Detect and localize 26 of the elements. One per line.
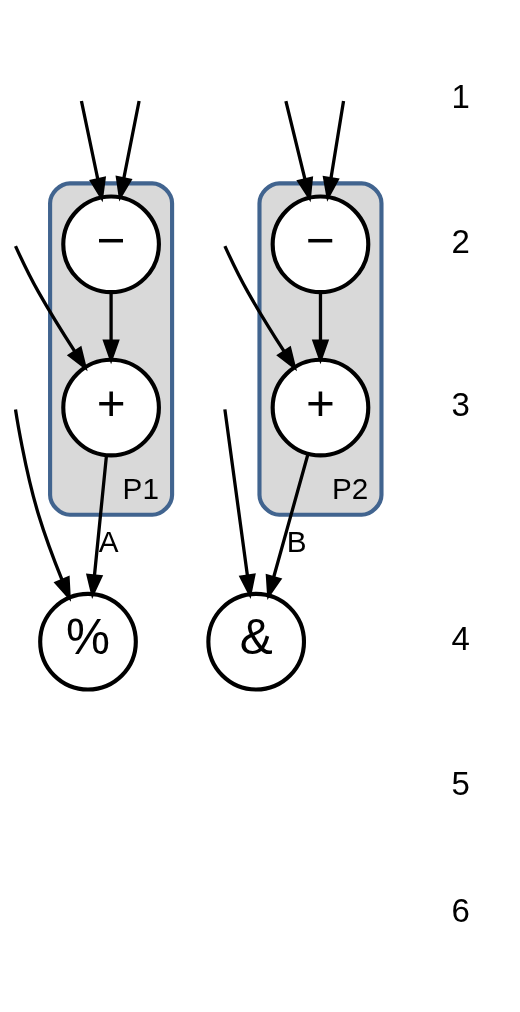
- label: 4: [451, 619, 470, 657]
- arrow: [284, 100, 314, 202]
- arrow: [311, 291, 330, 364]
- node-circle: −: [61, 194, 161, 294]
- arrow: [322, 100, 346, 202]
- arrow: [85, 454, 109, 599]
- node-circle: &: [206, 591, 307, 692]
- edge-label: A: [98, 524, 119, 558]
- label: 1: [451, 77, 470, 115]
- node-circle: +: [61, 357, 161, 457]
- node-circle: +: [270, 357, 371, 457]
- arrow: [13, 408, 71, 602]
- label: 2: [451, 222, 470, 260]
- arrow: [115, 100, 141, 202]
- arrow: [265, 453, 310, 600]
- arrow: [79, 100, 107, 202]
- arrow: [102, 291, 120, 364]
- arrow: [223, 244, 297, 371]
- arrow: [223, 408, 256, 599]
- node-circle: −: [270, 194, 371, 294]
- arrow: [14, 244, 88, 371]
- label: 5: [451, 764, 470, 802]
- label: 3: [451, 385, 470, 423]
- edge-label: B: [286, 524, 307, 558]
- label: 6: [451, 891, 470, 929]
- node-circle: %: [38, 591, 138, 692]
